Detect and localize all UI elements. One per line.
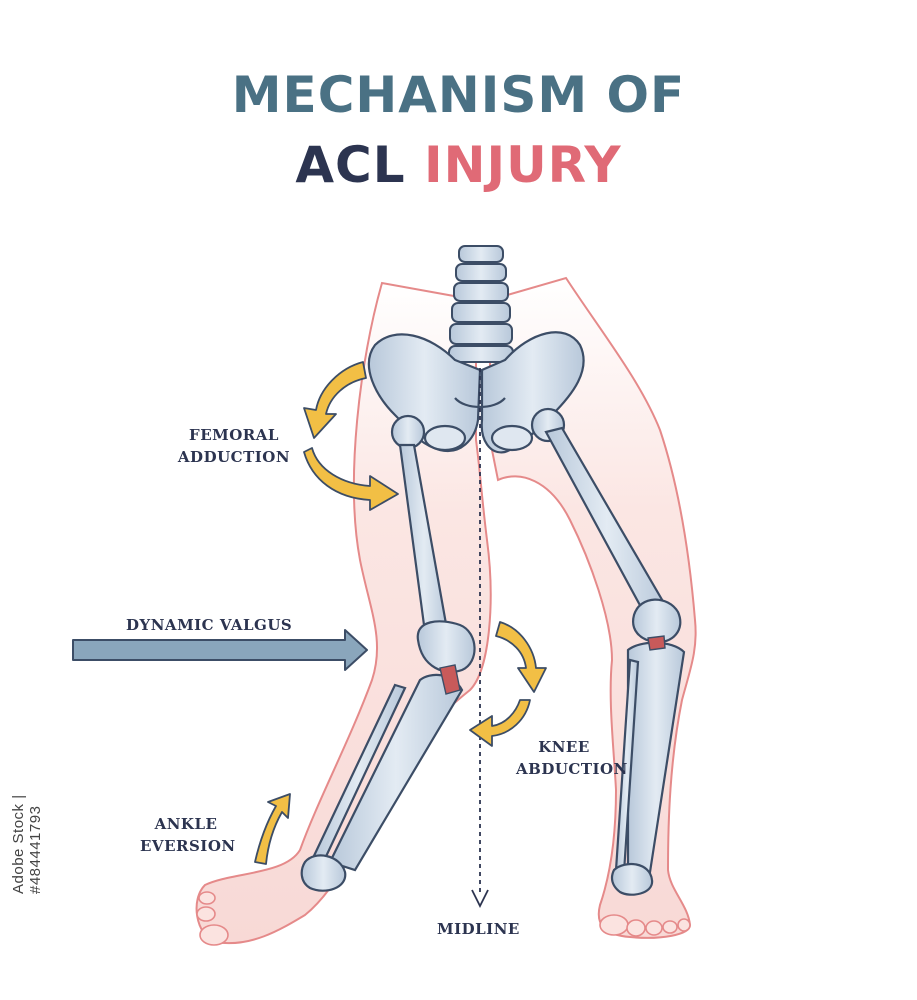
- left-knee-condyles: [416, 620, 476, 673]
- right-acl-ligament: [647, 635, 666, 651]
- right-knee-condyles: [632, 598, 682, 644]
- title-line-2: ACL INJURY: [0, 136, 917, 194]
- curved-arrow-icon: [469, 699, 531, 747]
- curved-arrow-icon: [303, 361, 367, 439]
- femoral-adduction-label: FEMORAL ADDUCTION: [177, 426, 291, 466]
- arrow-head-icon: [471, 889, 489, 909]
- pelvis: [367, 331, 585, 454]
- right-ankle: [610, 862, 654, 896]
- midline-arrow: [471, 368, 489, 909]
- dynamic-valgus-label: DYNAMIC VALGUS: [126, 616, 293, 634]
- spine: [448, 245, 514, 363]
- left-acl-ligament: [439, 664, 461, 695]
- femoral-adduction-arrows: [303, 361, 399, 511]
- curved-arrow-icon: [495, 621, 547, 693]
- right-leg-bones: [530, 407, 686, 896]
- ankle-eversion-arrow: [254, 793, 291, 865]
- title-injury: INJURY: [424, 136, 622, 194]
- ankle-eversion-label: ANKLE EVERSION: [140, 815, 236, 855]
- stock-watermark-id: Adobe Stock | #484441793: [10, 794, 44, 894]
- midline-label: MIDLINE: [437, 920, 520, 938]
- title-line-1: MECHANISM OF: [231, 66, 686, 124]
- right-tibia: [626, 641, 686, 874]
- title-acl: ACL: [295, 136, 406, 194]
- curved-arrow-icon: [303, 447, 399, 511]
- knee-abduction-arrows: [469, 621, 547, 747]
- dynamic-valgus-arrow: [72, 629, 368, 671]
- knee-abduction-label: KNEE ABDUCTION: [516, 738, 628, 778]
- left-foot-toes: [196, 891, 229, 946]
- left-ankle: [300, 854, 347, 892]
- left-femur-head: [390, 414, 426, 450]
- right-foot-toes: [599, 914, 691, 937]
